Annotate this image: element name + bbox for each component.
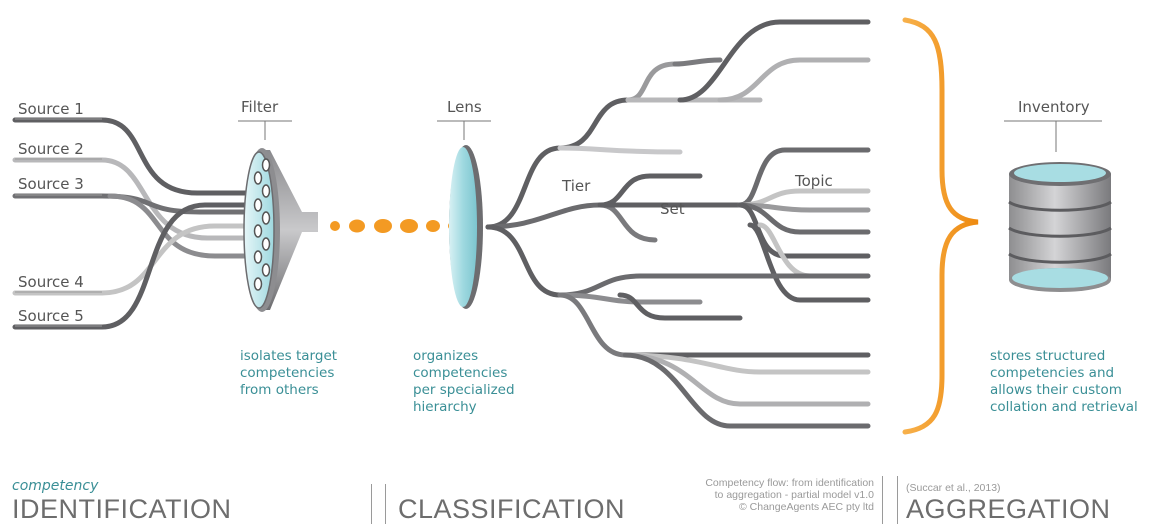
database-icon [1008, 162, 1112, 292]
identification-title: IDENTIFICATION [12, 494, 232, 524]
orange-dot-stream [330, 219, 456, 233]
lens-label: Lens [447, 98, 482, 116]
citation: (Succar et al., 2013) [906, 482, 1001, 494]
lens-icon [449, 145, 483, 309]
source-2-label: Source 2 [18, 140, 84, 158]
aggregation-title: AGGREGATION [906, 494, 1111, 524]
source-2-line [12, 157, 265, 241]
source-4-line [12, 223, 265, 296]
inventory-label: Inventory [1018, 98, 1090, 116]
set-label: Set [660, 200, 685, 218]
source-lines [12, 117, 265, 330]
curly-brace-icon [902, 17, 979, 435]
source-5-line [12, 202, 265, 330]
source-5-label: Source 5 [18, 307, 84, 325]
tier-label: Tier [561, 177, 591, 195]
model-caption: Competency flow: from identification to … [705, 477, 874, 513]
source-1-label: Source 1 [18, 100, 84, 118]
filter-description: isolates target competencies from others [240, 348, 338, 398]
topic-label: Topic [794, 172, 833, 190]
source-3-label: Source 3 [18, 175, 84, 193]
inventory-description: stores structured competencies and allow… [990, 348, 1138, 415]
source-underlines [15, 118, 102, 327]
source-4-label: Source 4 [18, 273, 84, 291]
filter-funnel-icon [243, 148, 318, 312]
identification-prefix: competency [12, 478, 99, 494]
lens-description: organizes competencies per specialized h… [413, 348, 515, 415]
classification-title: CLASSIFICATION [398, 494, 626, 524]
filter-label: Filter [241, 98, 279, 116]
source-3-branch-line [107, 193, 265, 259]
source-1-line [12, 117, 265, 196]
classification-tree [485, 19, 871, 429]
